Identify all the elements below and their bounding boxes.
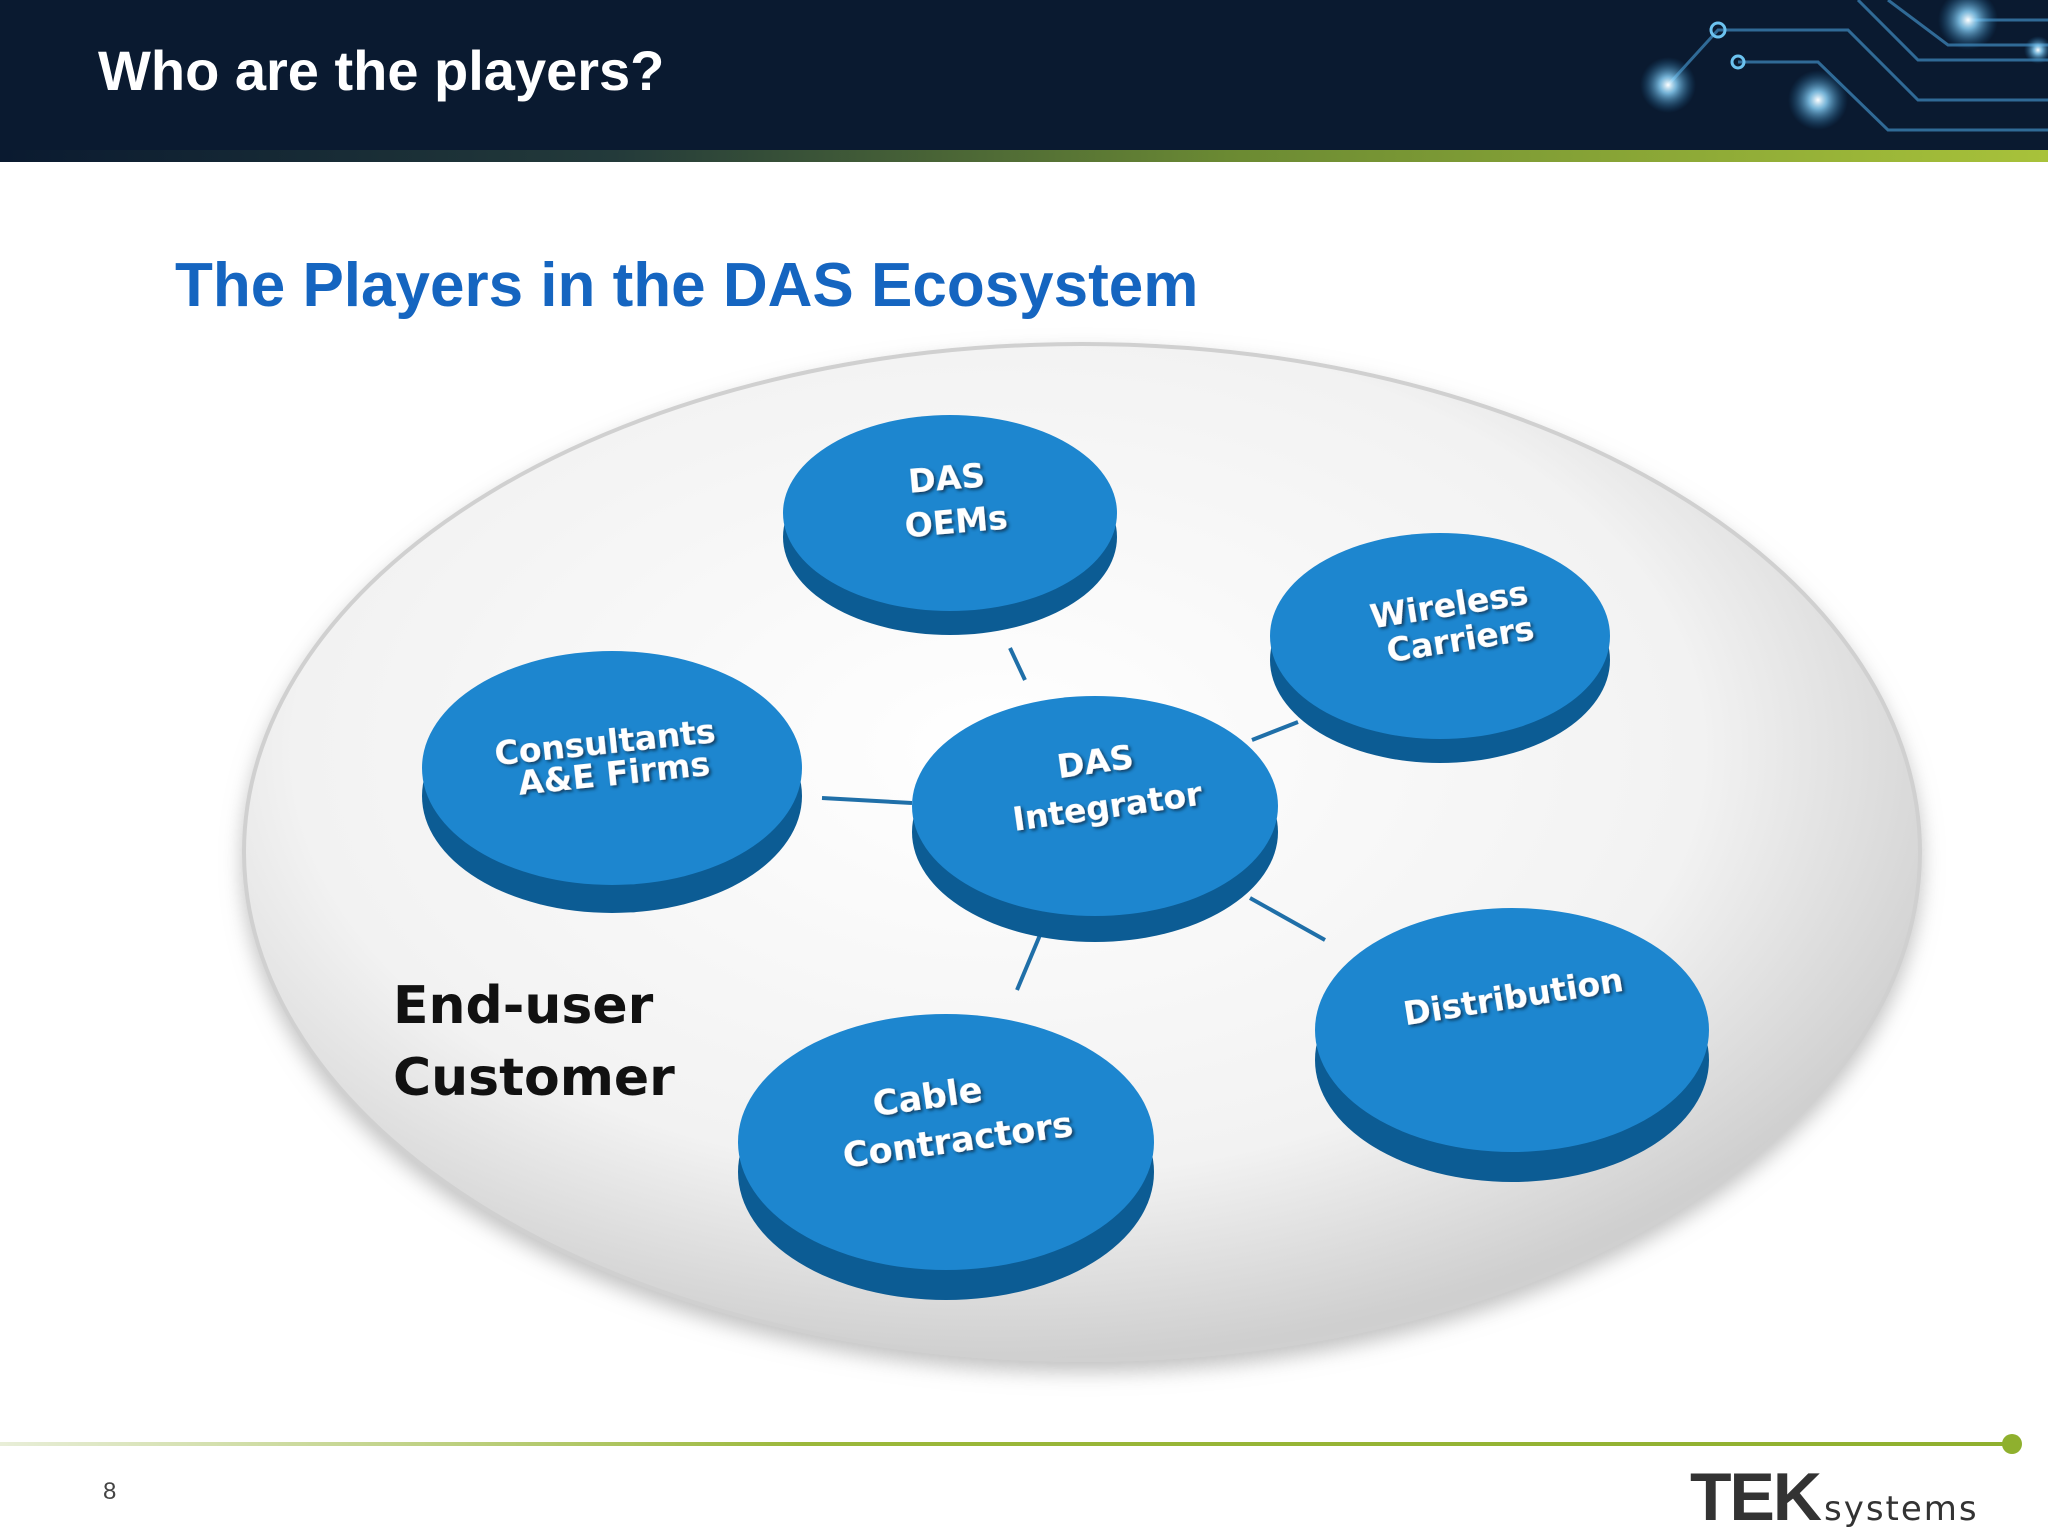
circuit-decoration-icon xyxy=(1640,0,2048,132)
end-user-line: Customer xyxy=(393,1048,675,1108)
connector-contractors xyxy=(1015,934,1042,991)
logo-sub-text: systems xyxy=(1824,1489,1979,1529)
node-carriers: Wireless Carriers xyxy=(1270,533,1610,763)
logo-main-text: TEK xyxy=(1690,1459,1822,1535)
node-label-oems: DAS OEMs xyxy=(899,454,1009,546)
connector-oems xyxy=(1008,647,1027,681)
node-label-line: DAS xyxy=(907,455,987,501)
node-integrator[interactable]: DAS Integrator xyxy=(912,696,1278,942)
end-user-line: End-user xyxy=(393,976,654,1036)
page-number: 8 xyxy=(103,1478,117,1505)
node-contractors: Cable Contractors xyxy=(738,1014,1154,1300)
header-bar: Who are the players? xyxy=(0,0,2048,150)
node-oems: DAS OEMs xyxy=(783,415,1117,635)
connector-distribution xyxy=(1249,896,1326,942)
slide-subtitle: The Players in the DAS Ecosystem xyxy=(175,251,1199,320)
connector-carriers xyxy=(1251,720,1299,742)
footer-divider xyxy=(0,1442,2012,1446)
footer-dot xyxy=(2002,1434,2022,1454)
connector-consultants xyxy=(821,796,913,805)
node-distribution: Distribution xyxy=(1315,908,1709,1182)
header-accent-stripe xyxy=(0,150,2048,162)
connector-lines xyxy=(821,647,1326,991)
node-consultants: Consultants A&E Firms xyxy=(422,651,802,913)
page-title: Who are the players? xyxy=(98,39,665,102)
node-label-line: OEMs xyxy=(903,498,1009,546)
end-user-customer-label: End-user Customer xyxy=(393,970,675,1114)
